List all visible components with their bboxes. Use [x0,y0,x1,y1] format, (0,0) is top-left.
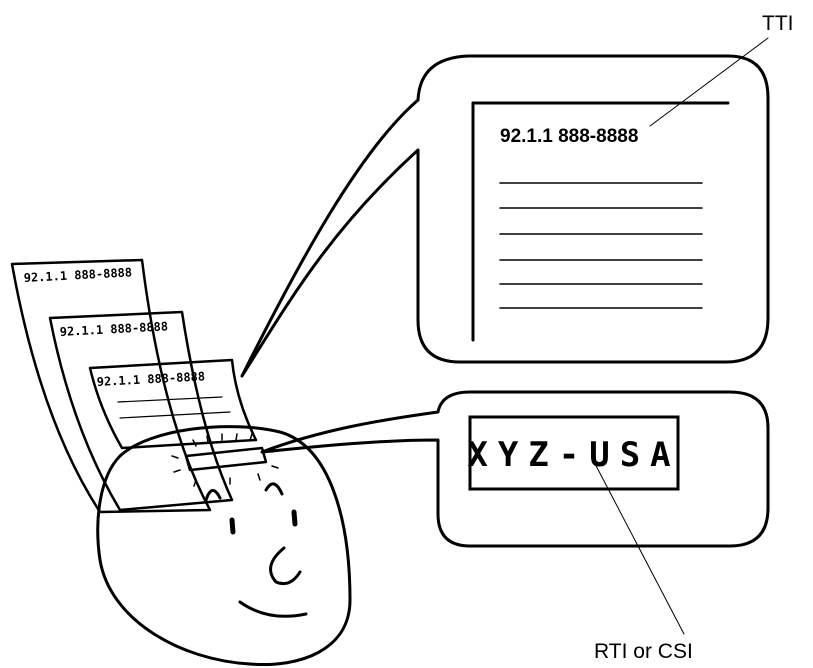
display-callout: XYZ-USA [262,392,768,546]
tti-leader-line [650,38,768,126]
fax-sheet-stack: 92.1.1 888-8888 92.1.1 888-8888 92.1.1 8… [12,260,256,512]
sheet-line [118,397,222,402]
document-header-text: 92.1.1 888-8888 [500,126,638,147]
fax-machine-character [98,427,350,665]
left-eye [232,520,233,532]
fax-sheet-middle [50,312,232,510]
nose [271,548,300,584]
sheet-header-text: 92.1.1 888-8888 [59,319,168,339]
left-eyebrow [206,490,220,500]
fax-machine-body [98,427,350,665]
tti-label: TTI [762,12,794,35]
sheet-header-text: 92.1.1 888-8888 [96,369,205,389]
sheet-header-text: 92.1.1 888-8888 [23,265,132,285]
rti-csi-label: RTI or CSI [594,640,693,663]
right-eyebrow [266,484,282,494]
tti-callout: 92.1.1 888-8888 [242,56,768,376]
display-text: XYZ-USA [467,435,680,475]
paper-slot [186,448,266,470]
mouth [240,602,306,616]
sheet-line [120,412,230,418]
right-eye [294,512,295,524]
